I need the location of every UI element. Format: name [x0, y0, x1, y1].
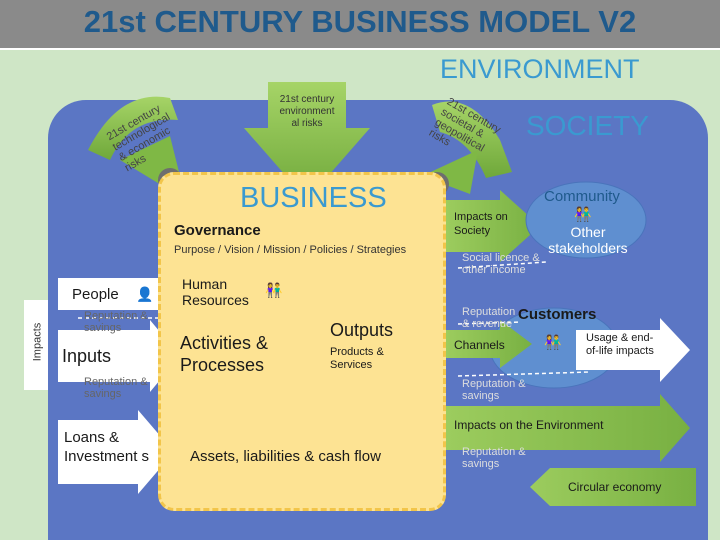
right-risk-arrow	[432, 101, 512, 178]
title-bar	[0, 0, 720, 50]
connector-social-licence	[457, 261, 547, 269]
channels-label: Channels	[454, 338, 505, 352]
society-label: SOCIETY	[526, 110, 649, 141]
channels-arrow	[446, 320, 532, 368]
customers-label: Customers	[518, 306, 597, 323]
reputation-customers-label: Reputation & savings	[462, 378, 526, 402]
people-label: People	[72, 286, 119, 303]
page-title: 21st CENTURY BUSINESS MODEL V2	[83, 4, 637, 39]
customers-people-icon: 👫	[544, 334, 562, 350]
human-resources-label: Human Resources	[182, 276, 249, 308]
usage-arrow	[576, 318, 690, 382]
reputation-revenue-label: Reputation & revenue	[462, 306, 516, 330]
community-people-icon: 👫	[574, 206, 592, 222]
assets-label: Assets, liabilities & cash flow	[190, 448, 381, 465]
right-risk-arrowhead	[422, 150, 478, 194]
impacts-environment-label: Impacts on the Environment	[454, 418, 604, 432]
outputs-label: Outputs	[330, 320, 394, 340]
circular-economy-label: Circular economy	[568, 480, 662, 494]
environment-label: ENVIRONMENT	[440, 54, 640, 84]
impacts-society-label: Impacts on Society	[454, 211, 508, 237]
impacts-environment-arrow	[446, 394, 690, 462]
outputs-sublabel: Products & Services	[330, 346, 384, 371]
people-arrow	[58, 272, 180, 316]
impacts-society-arrow	[446, 190, 540, 262]
people-icon: 👫	[265, 282, 283, 298]
inputs-arrow	[58, 320, 180, 392]
center-risk-arrow	[244, 82, 370, 200]
governance-title: Governance	[174, 222, 261, 239]
impacts-side-label: Impacts	[31, 322, 44, 362]
center-risk-line-1: 21st century	[279, 94, 335, 105]
center-risk-line-2: environment	[279, 106, 335, 117]
connector-reputation-revenue	[457, 321, 521, 325]
business-label: BUSINESS	[240, 182, 387, 214]
person-icon: 👤	[136, 286, 154, 302]
center-risk-line-3: al risks	[291, 118, 323, 129]
connector-reputation-customers	[457, 371, 591, 377]
impacts-side-arrow	[24, 300, 48, 390]
circular-economy-arrow	[530, 468, 696, 506]
loans-arrow	[58, 410, 174, 494]
community-label: Community	[544, 188, 620, 205]
business-box	[158, 172, 446, 511]
activities-label: Activities & Processes	[180, 333, 269, 375]
community-oval	[525, 181, 647, 259]
usage-label: Usage & end-of-life impacts	[586, 332, 654, 357]
inputs-label: Inputs	[62, 346, 112, 366]
reputation-env-label: Reputation & savings	[462, 446, 526, 470]
center-risk-label: 21st century environment al risks	[270, 94, 344, 130]
social-licence-label: Social licence & other income	[462, 252, 540, 276]
reputation-mid-label: Reputation & savings	[84, 376, 148, 400]
reputation-top-label: Reputation & savings	[84, 310, 148, 334]
left-risk-arrow	[88, 96, 178, 160]
other-stakeholders-label: Other stakeholders	[548, 224, 628, 256]
governance-subtitle: Purpose / Vision / Mission / Policies / …	[174, 244, 407, 256]
loans-label: Loans & Investment s	[64, 429, 150, 465]
